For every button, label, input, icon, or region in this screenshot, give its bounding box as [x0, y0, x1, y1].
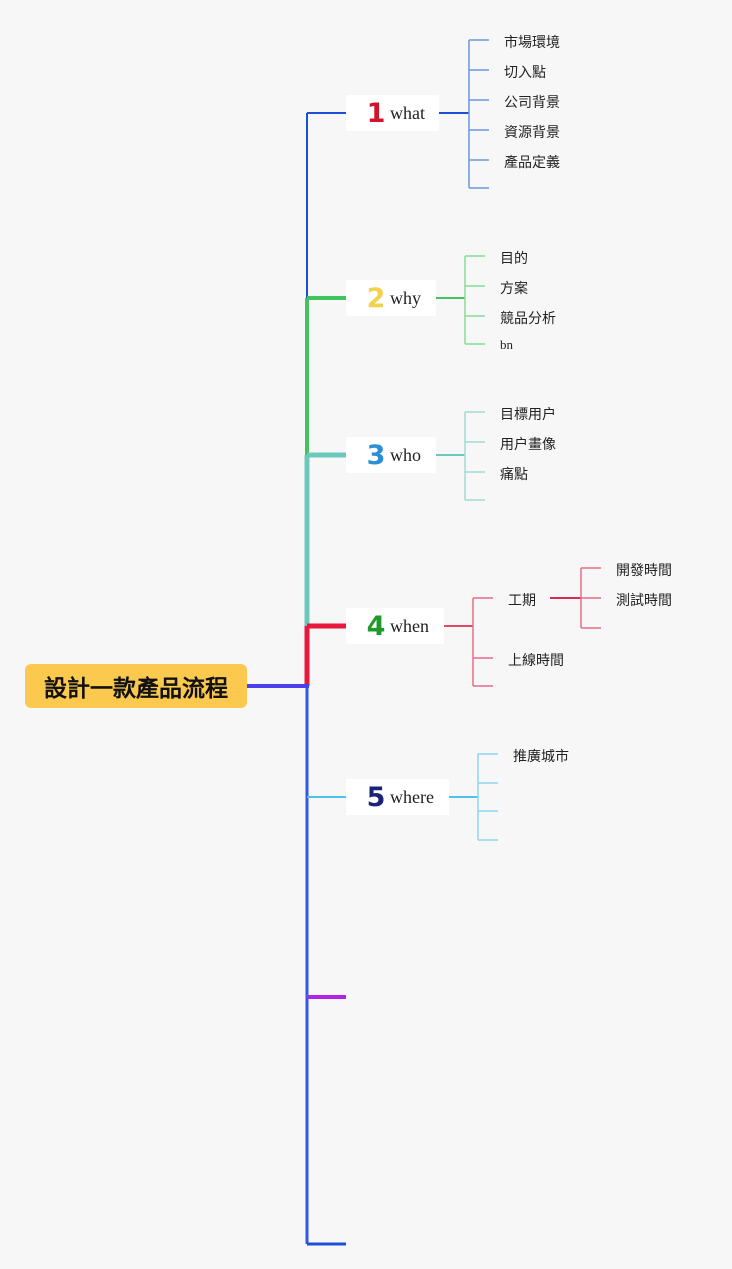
branch-who[interactable]: 3 who [346, 437, 436, 473]
where-children-connectors [449, 753, 498, 841]
topic-schedule[interactable]: 工期 [508, 593, 536, 609]
when-children-connectors [444, 567, 601, 687]
topic-target-users[interactable]: 目標用户 [500, 407, 556, 423]
topic-plan[interactable]: 方案 [500, 281, 528, 297]
why-children-connectors [436, 255, 485, 345]
root-topic[interactable]: 設計一款產品流程 [25, 664, 247, 708]
number-1-icon: 1 [366, 97, 386, 129]
topic-pain-points[interactable]: 痛點 [500, 467, 528, 483]
topic-resource-background[interactable]: 資源背景 [504, 125, 560, 141]
number-5-icon: 5 [366, 781, 386, 813]
who-children-connectors [436, 411, 485, 501]
branch-label: what [390, 102, 425, 123]
number-2-icon: 2 [366, 282, 386, 314]
branch-label: when [390, 615, 429, 636]
branch-what[interactable]: 1 what [346, 95, 439, 131]
branch-where[interactable]: 5 where [346, 779, 449, 815]
branch-label: who [390, 444, 421, 465]
what-children-connectors [439, 39, 489, 189]
topic-testing-time[interactable]: 測試時間 [616, 593, 672, 609]
topic-user-persona[interactable]: 用户畫像 [500, 437, 556, 453]
branch-label: why [390, 287, 421, 308]
topic-market-environment[interactable]: 市場環境 [504, 35, 560, 51]
branch-why[interactable]: 2 why [346, 280, 436, 316]
topic-launch-time[interactable]: 上線時間 [508, 653, 564, 669]
branch-when[interactable]: 4 when [346, 608, 444, 644]
topic-competitor-analysis[interactable]: 競品分析 [500, 311, 556, 327]
topic-bn[interactable]: bn [500, 337, 513, 352]
branch-label: where [390, 786, 434, 807]
number-3-icon: 3 [366, 439, 386, 471]
topic-purpose[interactable]: 目的 [500, 251, 528, 267]
topic-company-background[interactable]: 公司背景 [504, 95, 560, 111]
topic-development-time[interactable]: 開發時間 [616, 563, 672, 579]
topic-entry-point[interactable]: 切入點 [504, 65, 546, 81]
number-4-icon: 4 [366, 610, 386, 642]
topic-product-definition[interactable]: 產品定義 [504, 155, 560, 171]
topic-promotion-cities[interactable]: 推廣城市 [513, 749, 569, 765]
